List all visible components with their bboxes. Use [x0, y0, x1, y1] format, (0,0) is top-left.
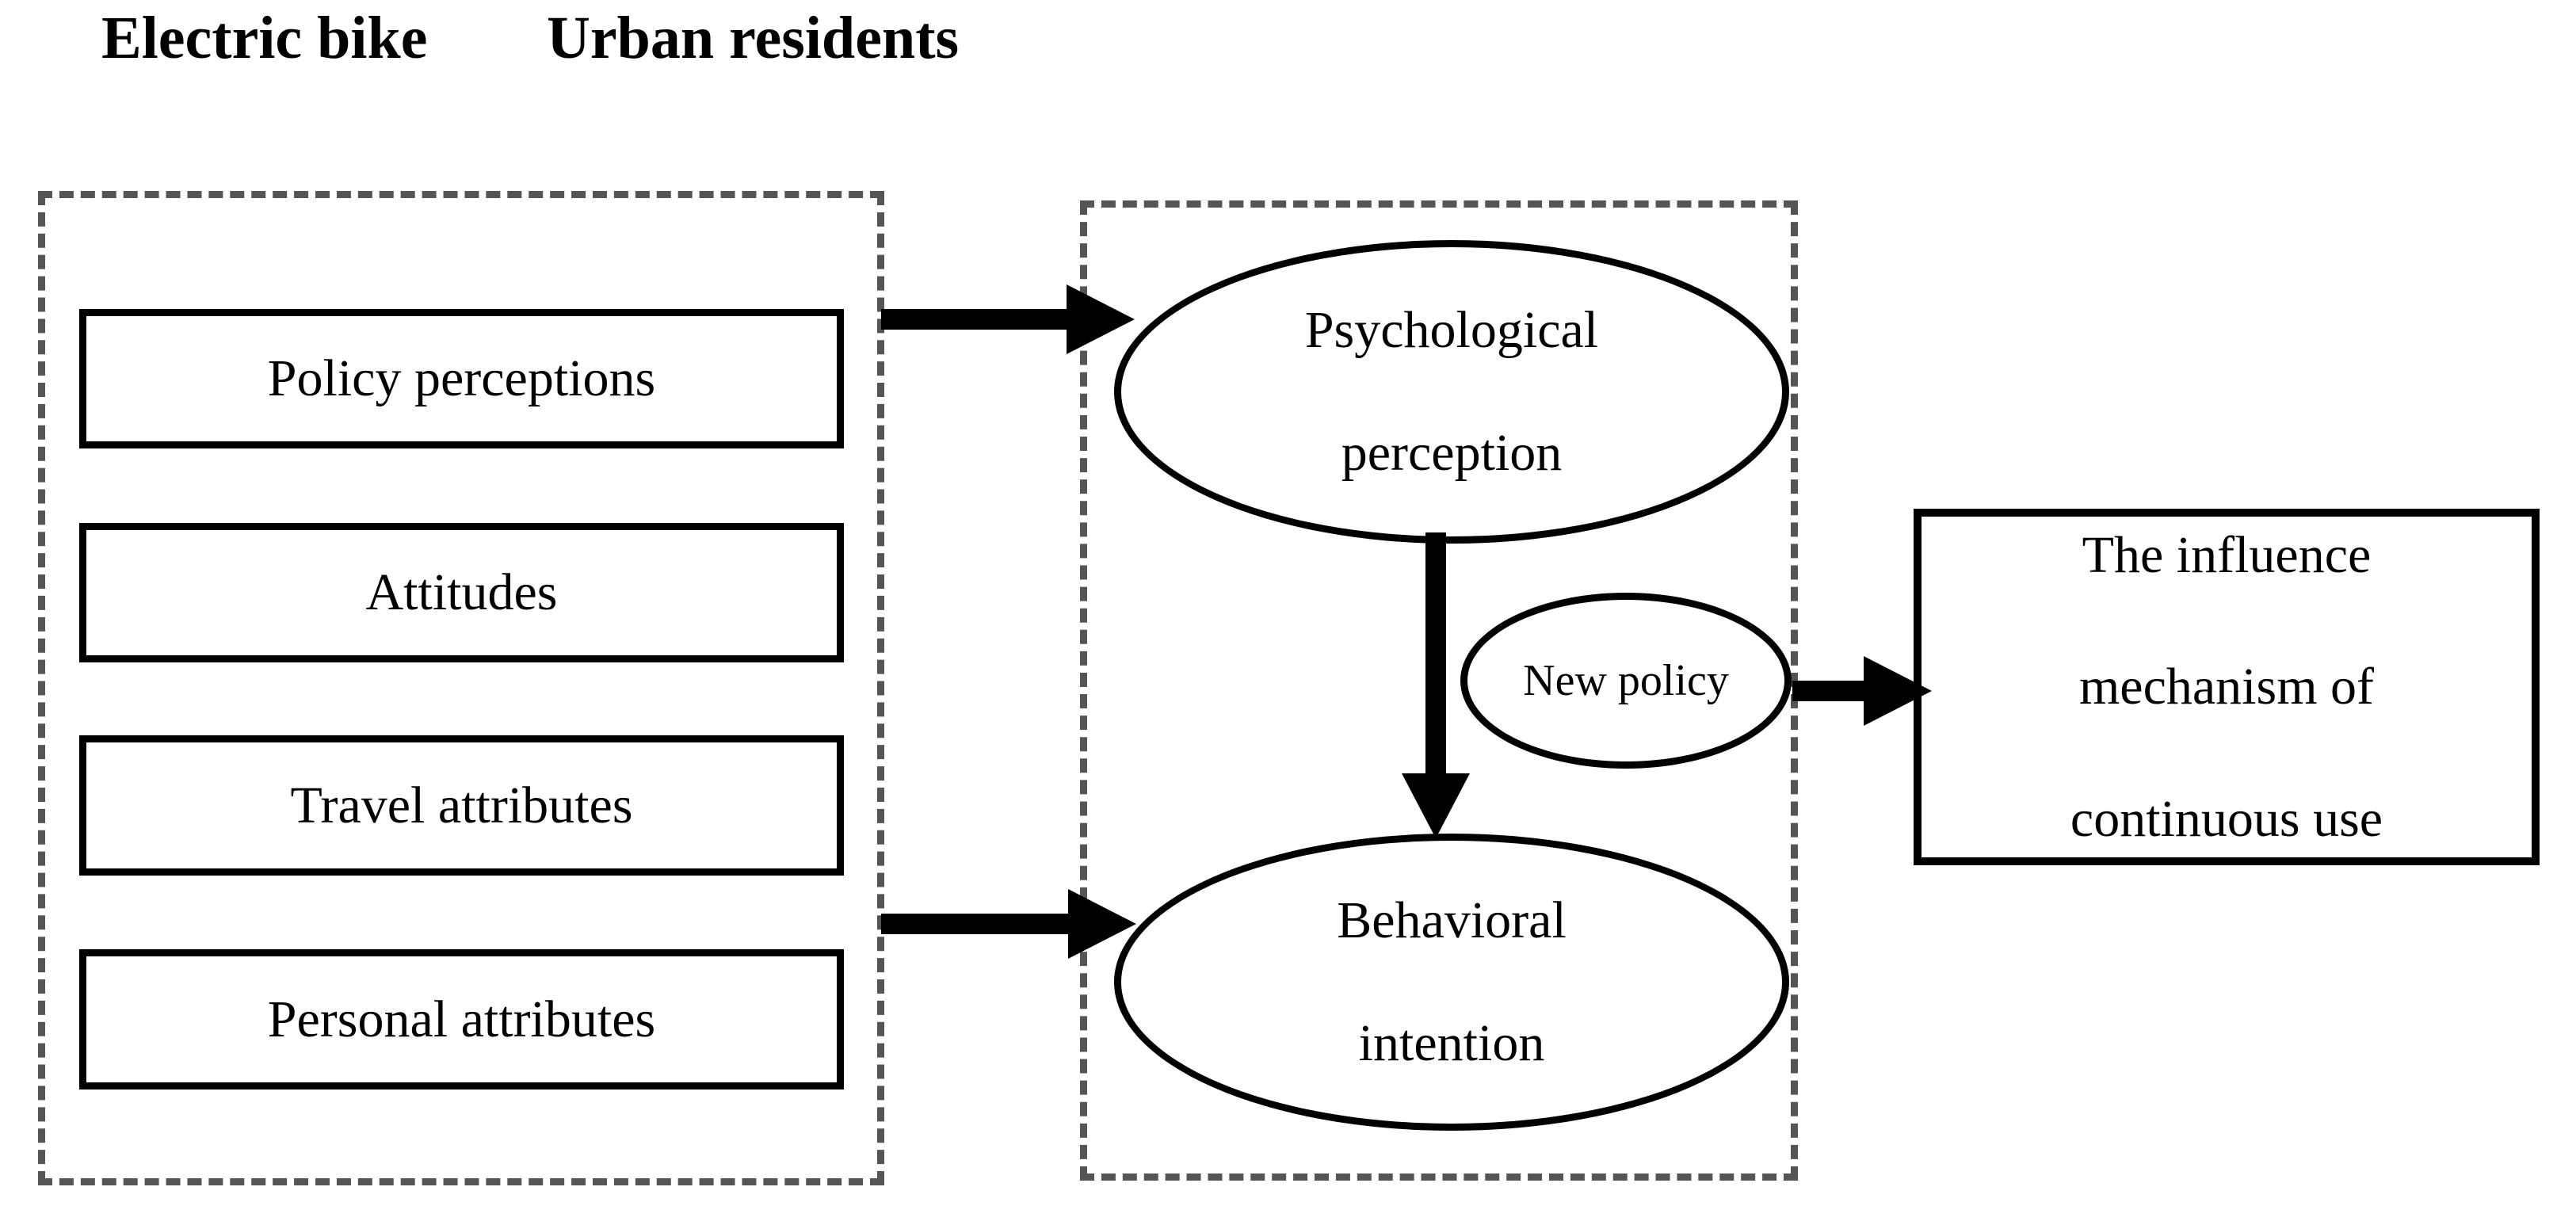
arrow-shaft: [881, 914, 1073, 934]
dashed-group-electric-bike: [38, 191, 884, 1185]
arrow-head: [1067, 284, 1135, 354]
group-title-electric-bike: Electric bike: [101, 5, 428, 71]
arrow-head: [1402, 773, 1470, 838]
node-label-line-1: Behavioral: [1337, 891, 1567, 949]
outcome-box-influence-mechanism[interactable]: The influence mechanism of continuous us…: [1914, 509, 2540, 865]
outcome-label-line-1: The influence: [2082, 526, 2372, 585]
arrow-shaft: [1792, 681, 1868, 701]
arrow-head: [1068, 889, 1136, 959]
arrow-shaft: [881, 309, 1071, 330]
factor-label-travel-attributes: Travel attributes: [290, 776, 633, 834]
factor-box-attitudes[interactable]: Attitudes: [79, 523, 844, 662]
factor-box-policy-perceptions[interactable]: Policy perceptions: [79, 309, 844, 448]
node-psychological-perception[interactable]: Psychological perception: [1114, 240, 1789, 544]
factor-box-personal-attributes[interactable]: Personal attributes: [79, 949, 844, 1090]
node-label-psychological-perception: Psychological perception: [1305, 300, 1598, 485]
factor-label-policy-perceptions: Policy perceptions: [267, 349, 656, 408]
group-title-urban-residents: Urban residents: [547, 5, 960, 71]
node-behavioral-intention[interactable]: Behavioral intention: [1114, 834, 1789, 1131]
arrow-shaft: [1425, 532, 1446, 778]
outcome-label: The influence mechanism of continuous us…: [2070, 522, 2383, 852]
node-label-new-policy: New policy: [1523, 655, 1729, 705]
node-label-line-2: intention: [1358, 1014, 1545, 1073]
node-new-policy[interactable]: New policy: [1460, 593, 1792, 769]
outcome-label-line-2: mechanism of: [2078, 658, 2375, 716]
factor-box-travel-attributes[interactable]: Travel attributes: [79, 735, 844, 876]
node-label-line-1: Psychological: [1304, 300, 1599, 359]
outcome-label-line-3: continuous use: [2070, 789, 2383, 848]
factor-label-personal-attributes: Personal attributes: [267, 990, 656, 1048]
factor-label-attitudes: Attitudes: [365, 563, 558, 622]
node-label-line-2: perception: [1341, 424, 1563, 483]
arrow-head: [1864, 656, 1932, 726]
node-label-behavioral-intention: Behavioral intention: [1337, 890, 1567, 1075]
